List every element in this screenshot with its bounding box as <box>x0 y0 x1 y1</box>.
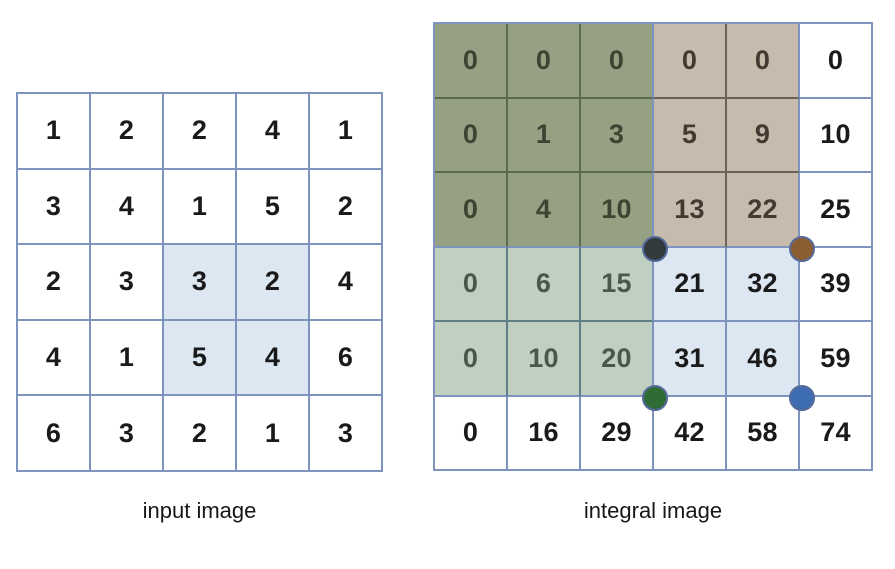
integral-cell-r2-c5: 25 <box>800 173 873 248</box>
integral-cell-r3-c2: 15 <box>581 247 654 322</box>
integral-cell-r2-c4: 22 <box>727 173 800 248</box>
integral-cell-r5-c2: 29 <box>581 396 654 471</box>
integral-cell-r4-c4: 46 <box>727 322 800 397</box>
integral-cell-r0-c5: 0 <box>800 24 873 99</box>
input-cell-r0-c2: 2 <box>164 94 237 170</box>
integral-cell-r5-c1: 16 <box>508 396 581 471</box>
input-cell-r1-c2: 1 <box>164 169 237 246</box>
integral-cell-r0-c2: 0 <box>581 24 654 99</box>
input-cell-r4-c2: 2 <box>164 396 237 472</box>
integral-cell-r3-c1: 6 <box>508 247 581 322</box>
input-cell-r3-c3: 4 <box>237 320 310 397</box>
integral-cell-r1-c3: 5 <box>654 98 727 173</box>
input-cell-r1-c4: 2 <box>310 169 383 246</box>
input-cell-r0-c3: 4 <box>237 94 310 170</box>
input-cell-r3-c1: 1 <box>91 320 164 397</box>
integral-cell-r4-c1: 10 <box>508 322 581 397</box>
integral-cell-r0-c1: 0 <box>508 24 581 99</box>
marker-b-brown <box>788 235 815 262</box>
integral-cell-r2-c2: 10 <box>581 173 654 248</box>
integral-cell-r4-c5: 59 <box>800 322 873 397</box>
input-cell-r1-c1: 4 <box>91 169 164 246</box>
integral-cell-r5-c3: 42 <box>654 396 727 471</box>
input-cell-r4-c4: 3 <box>310 396 383 472</box>
input-cell-r1-c0: 3 <box>18 169 91 246</box>
integral-cell-r5-c5: 74 <box>800 396 873 471</box>
integral-cell-r2-c0: 0 <box>435 173 508 248</box>
integral-cell-r4-c3: 31 <box>654 322 727 397</box>
marker-c-green <box>642 385 668 412</box>
integral-cell-r5-c4: 58 <box>727 396 800 471</box>
input-image-caption: input image <box>142 498 257 523</box>
integral-cell-r1-c1: 1 <box>508 98 581 173</box>
integral-image-caption: integral image <box>583 498 723 523</box>
integral-cell-r1-c2: 3 <box>581 98 654 173</box>
integral-cell-r0-c3: 0 <box>654 24 727 99</box>
input-cell-r3-c2: 5 <box>164 320 237 397</box>
input-cell-r2-c1: 3 <box>91 245 164 321</box>
integral-cell-r3-c0: 0 <box>435 247 508 322</box>
input-cell-r4-c1: 3 <box>91 396 164 472</box>
marker-a-dark <box>642 235 668 262</box>
integral-cell-r2-c1: 4 <box>508 173 581 248</box>
integral-cell-r1-c0: 0 <box>435 98 508 173</box>
marker-d-blue <box>788 385 815 412</box>
input-cell-r3-c0: 4 <box>18 320 91 397</box>
input-cell-r2-c4: 4 <box>310 245 383 321</box>
input-cell-r2-c3: 2 <box>237 245 310 321</box>
integral-cell-r3-c5: 39 <box>800 247 873 322</box>
input-cell-r3-c4: 6 <box>310 320 383 397</box>
input-cell-r4-c0: 6 <box>18 396 91 472</box>
integral-cell-r4-c2: 20 <box>581 322 654 397</box>
integral-cell-r4-c0: 0 <box>435 322 508 397</box>
integral-cell-r1-c4: 9 <box>727 98 800 173</box>
input-cell-r2-c0: 2 <box>18 245 91 321</box>
input-cell-r1-c3: 5 <box>237 169 310 246</box>
integral-cell-r2-c3: 13 <box>654 173 727 248</box>
integral-cell-r3-c3: 21 <box>654 247 727 322</box>
integral-cell-r1-c5: 10 <box>800 98 873 173</box>
input-cell-r4-c3: 1 <box>237 396 310 472</box>
integral-cell-r0-c4: 0 <box>727 24 800 99</box>
input-cell-r0-c4: 1 <box>310 94 383 170</box>
integral-cell-r0-c0: 0 <box>435 24 508 99</box>
integral-cell-r3-c4: 32 <box>727 247 800 322</box>
input-cell-r0-c0: 1 <box>18 94 91 170</box>
integral-cell-r5-c0: 0 <box>435 396 508 471</box>
input-cell-r2-c2: 3 <box>164 245 237 321</box>
input-cell-r0-c1: 2 <box>91 94 164 170</box>
